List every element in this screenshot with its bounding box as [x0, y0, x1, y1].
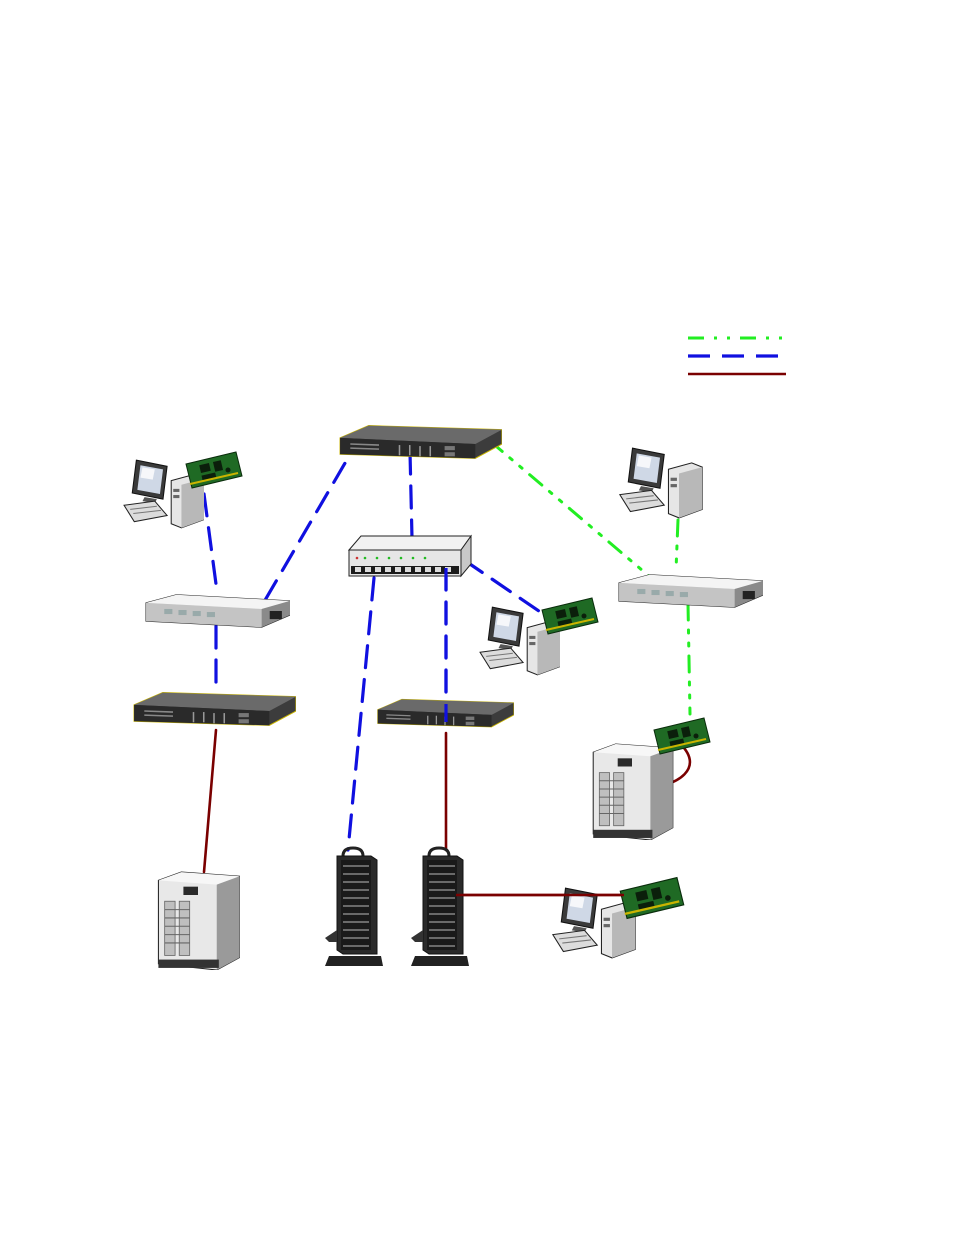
- switch-top-rack-switch-icon: [340, 426, 502, 459]
- storage-tower-2-storage-tower-icon: [411, 848, 469, 966]
- router-left-rack-switch-icon: [134, 693, 296, 726]
- device-icons: [124, 426, 763, 970]
- link-adapter-card-1-to-switch-left: [204, 494, 216, 584]
- link-workstation-3-to-switch-right: [676, 520, 678, 570]
- adapter-card-1-network-card-icon: [186, 452, 242, 488]
- server-left-server-icon: [158, 872, 239, 970]
- link-switch-right-to-adapter-card-3: [688, 604, 690, 714]
- adapter-card-3-network-card-icon: [654, 718, 710, 754]
- adapter-card-4-network-card-icon: [620, 878, 683, 919]
- storage-tower-1-storage-tower-icon: [325, 848, 383, 966]
- hub-center-hub-icon: [349, 536, 471, 576]
- legend: [688, 338, 786, 374]
- switch-right-switch-icon: [619, 575, 763, 607]
- link-router-left-to-server-left: [204, 730, 216, 872]
- server-right-server-icon: [593, 744, 673, 840]
- switch-left-switch-icon: [146, 595, 290, 627]
- link-hub-center-to-storage-tower-1: [348, 578, 374, 850]
- link-switch-top-to-switch-left: [264, 434, 362, 602]
- workstation-3-workstation-icon: [620, 448, 702, 518]
- link-switch-top-to-hub-center: [410, 452, 412, 538]
- adapter-card-2-network-card-icon: [542, 598, 598, 634]
